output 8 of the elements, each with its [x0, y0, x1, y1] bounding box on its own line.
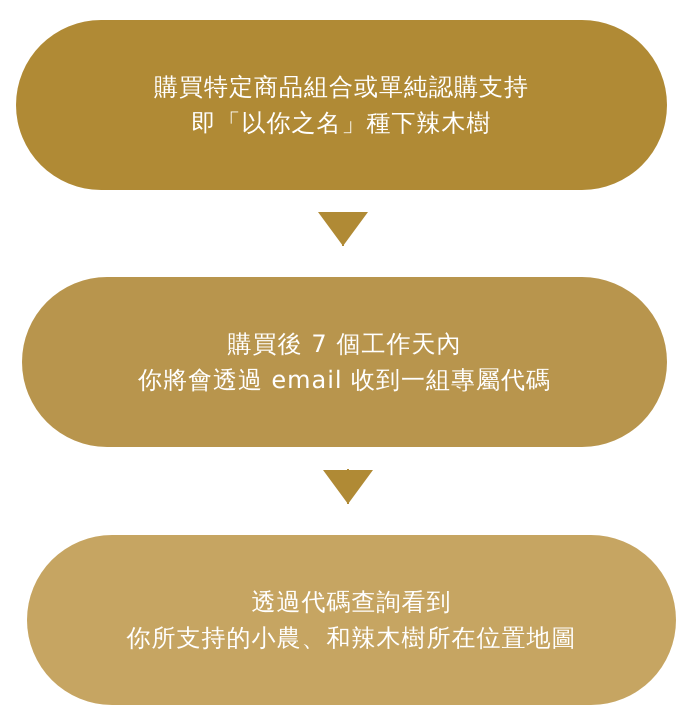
step-text: 購買特定商品組合或單純認購支持	[154, 72, 529, 103]
step-text: 購買後 7 個工作天內	[228, 329, 462, 360]
step-text: 你將會透過 email 收到一組專屬代碼	[138, 365, 552, 396]
step-text: 即「以你之名」種下辣木樹	[192, 108, 492, 139]
arrow	[318, 212, 368, 246]
step-text: 你所支持的小農、和辣木樹所在位置地圖	[126, 623, 576, 654]
step-text: 透過代碼查詢看到	[252, 587, 452, 618]
arrow	[323, 469, 373, 504]
